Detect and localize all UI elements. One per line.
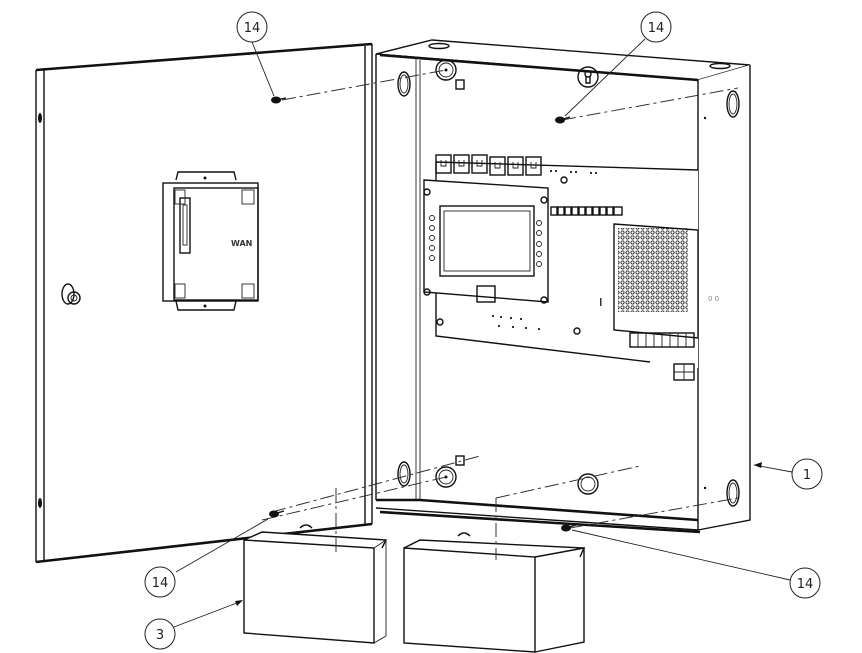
screw-cabinet-top (555, 116, 571, 124)
callout-label: 1 (803, 468, 811, 483)
callout-1-enclosure: 1 (753, 458, 823, 490)
callout-label: 3 (156, 628, 164, 643)
psu-terminal-strip (629, 332, 695, 348)
screw-cabinet-bottom (561, 524, 577, 532)
callout-14-door-bottom: 14 (144, 518, 269, 598)
callout-label: 14 (797, 577, 814, 592)
door-latch-icon (61, 283, 81, 305)
screw-door-bottom (269, 510, 285, 518)
callout-label: 14 (244, 21, 261, 36)
battery-right (403, 532, 586, 653)
lcd-display (439, 205, 535, 277)
wan-label: WAN (231, 239, 252, 248)
power-supply: 0 0 (613, 223, 719, 381)
callout-14-door-top: 14 (236, 11, 275, 97)
callout-3-battery: 3 (144, 600, 243, 650)
wan-module: WAN (162, 171, 259, 311)
callout-label: 14 (648, 21, 665, 36)
callout-14-cabinet-top: 14 (564, 11, 672, 117)
callout-14-cabinet-bottom: 14 (571, 529, 821, 599)
door: WAN (35, 42, 373, 564)
assembly-lines (261, 69, 739, 560)
svg-text:0 0: 0 0 (708, 295, 719, 303)
terminal-block (435, 154, 542, 176)
enclosure (375, 39, 751, 534)
callout-label: 14 (152, 576, 169, 591)
screw-door-top (271, 96, 287, 104)
battery-left (243, 524, 388, 644)
